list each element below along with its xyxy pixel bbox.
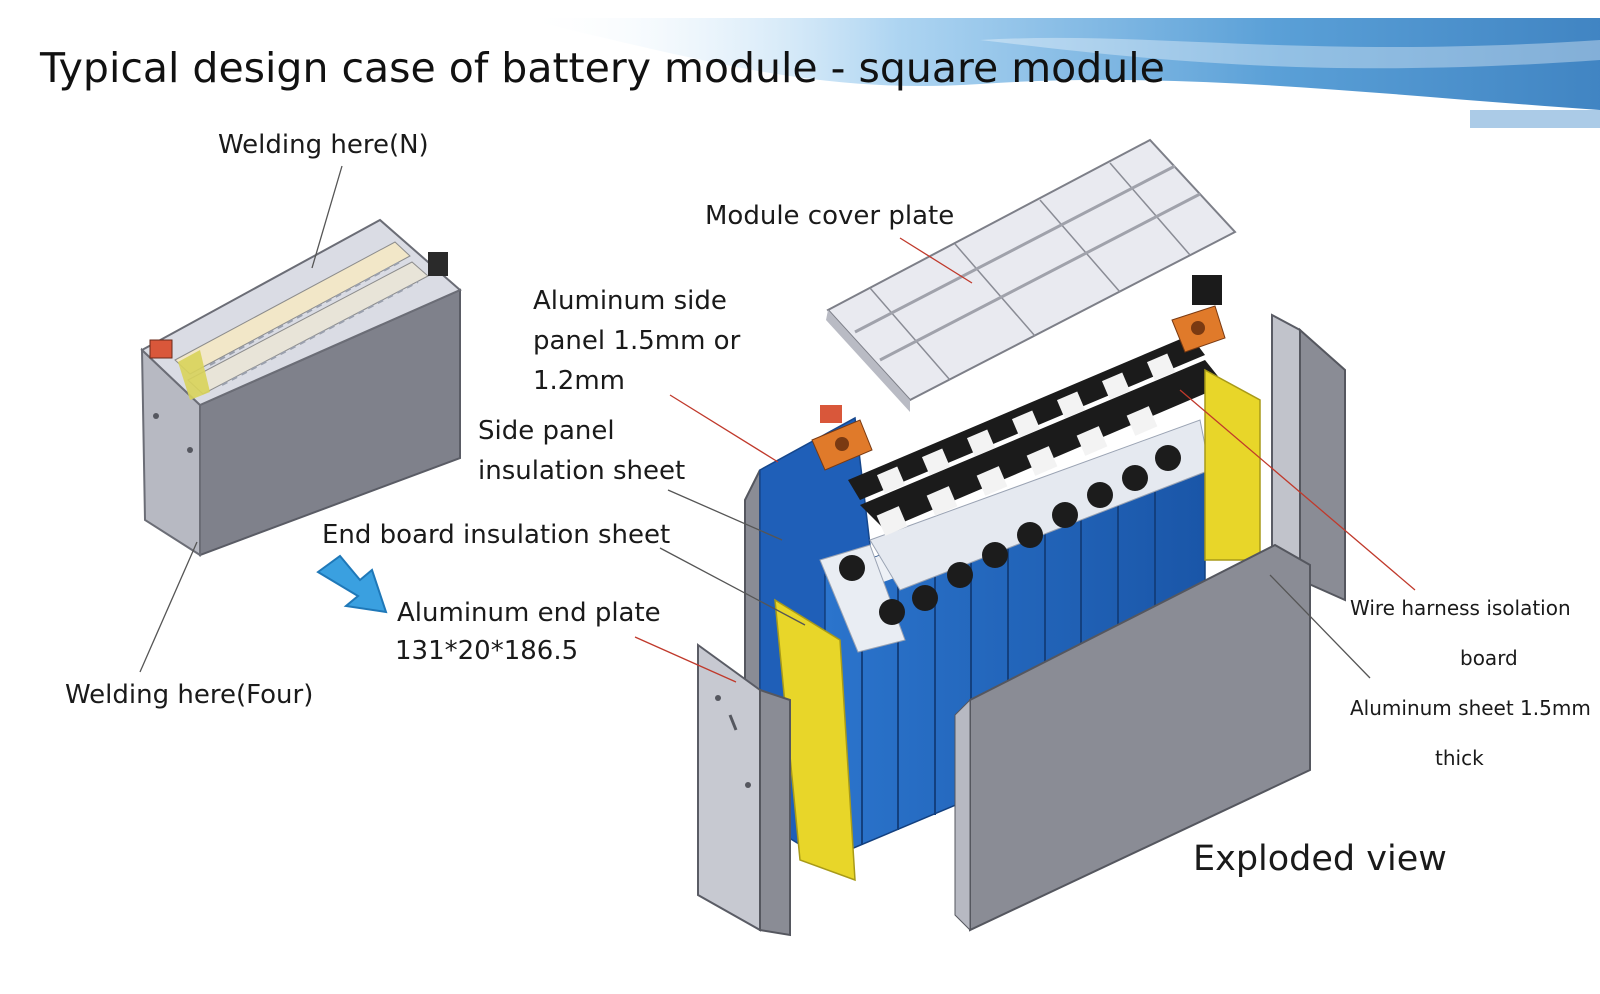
- cell-tops: [819, 419, 1211, 653]
- label-module-cover: Module cover plate: [705, 201, 955, 231]
- blue-arrow-icon: [316, 554, 388, 614]
- leader-end-insulation: [659, 547, 806, 626]
- leader-al-side-panel: [669, 394, 779, 463]
- terminal-tabs: [811, 275, 1226, 471]
- exploded-module-illustration: [697, 138, 1346, 937]
- leader-welding-n: [311, 165, 343, 269]
- label-al-sheet-1: Aluminum sheet 1.5mm: [1350, 696, 1591, 720]
- header-banner: [520, 18, 1600, 128]
- label-al-sheet-2: thick: [1435, 746, 1484, 770]
- wire-harness-board: [848, 335, 1225, 536]
- leader-lines: [139, 165, 1416, 683]
- leader-al-end-plate: [634, 636, 737, 683]
- label-al-side-panel-1: Aluminum side: [533, 286, 727, 316]
- slide-title: Typical design case of battery module - …: [40, 44, 1165, 92]
- assembled-module-illustration: [140, 218, 462, 557]
- front-aluminum-sheet: [954, 543, 1311, 932]
- label-wire-harness-2: board: [1460, 646, 1518, 670]
- label-exploded-view: Exploded view: [1193, 839, 1447, 879]
- left-end-plate: [697, 643, 791, 937]
- right-end-plate: [1271, 313, 1346, 602]
- leader-module-cover: [899, 237, 973, 284]
- label-side-insulation-2: insulation sheet: [478, 456, 686, 486]
- label-welding-n: Welding here(N): [218, 130, 429, 160]
- label-al-end-plate-2: 131*20*186.5: [395, 636, 579, 666]
- label-al-end-plate-1: Aluminum end plate: [397, 598, 661, 628]
- label-end-board-insulation: End board insulation sheet: [322, 520, 671, 550]
- label-welding-four: Welding here(Four): [65, 680, 314, 710]
- label-al-side-panel-2: panel 1.5mm or: [533, 326, 741, 356]
- label-al-side-panel-3: 1.2mm: [533, 366, 626, 396]
- leader-wire-harness: [1179, 389, 1416, 591]
- label-side-insulation-1: Side panel: [478, 416, 615, 446]
- label-wire-harness-1: Wire harness isolation: [1350, 596, 1571, 620]
- leader-al-sheet: [1269, 574, 1371, 679]
- leader-welding-four: [139, 541, 198, 673]
- module-cover-plate: [826, 138, 1237, 412]
- leader-side-insulation: [667, 489, 783, 541]
